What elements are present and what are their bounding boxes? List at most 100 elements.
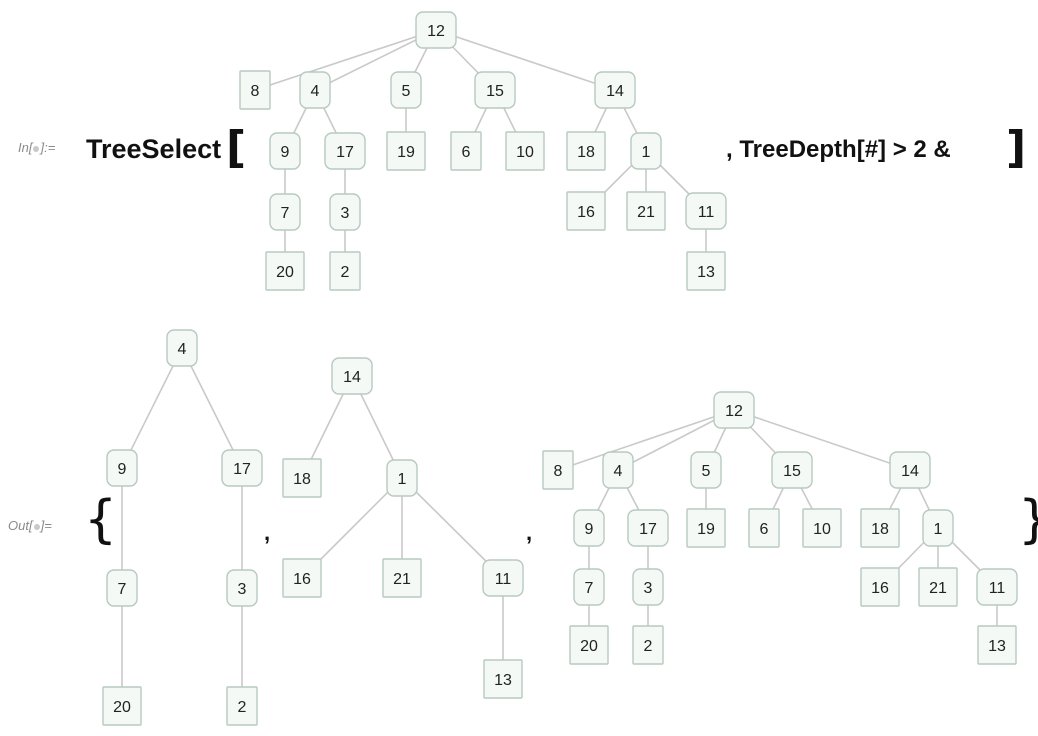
input-label-suffix: ]:= — [40, 140, 56, 155]
tree-node[interactable]: 9 — [269, 132, 301, 170]
node-label: 7 — [118, 581, 127, 598]
node-label: 20 — [580, 638, 598, 655]
tree-node[interactable]: 9 — [106, 449, 138, 487]
tree-leaf-node[interactable]: 19 — [686, 508, 726, 548]
tree-node[interactable]: 14 — [594, 71, 636, 109]
tree-node[interactable]: 11 — [482, 559, 524, 597]
node-label: 10 — [813, 521, 831, 538]
node-box — [331, 357, 373, 395]
tree-leaf-node[interactable]: 6 — [450, 131, 482, 171]
leaf-box — [802, 508, 842, 548]
tree-leaf-node[interactable]: 2 — [329, 251, 361, 291]
tree-leaf-node[interactable]: 10 — [802, 508, 842, 548]
node-label: 11 — [989, 580, 1006, 597]
leaf-box — [239, 70, 271, 110]
tree-leaf-node[interactable]: 8 — [542, 450, 574, 490]
tree-node[interactable]: 4 — [166, 329, 198, 367]
tree-node[interactable]: 12 — [713, 391, 755, 429]
tree-leaf-node[interactable]: 13 — [483, 659, 523, 699]
node-label: 1 — [398, 471, 407, 488]
tree-leaf-node[interactable]: 16 — [566, 191, 606, 231]
tree-node[interactable]: 17 — [221, 449, 263, 487]
tree-node[interactable]: 4 — [299, 71, 331, 109]
tree-node[interactable]: 14 — [331, 357, 373, 395]
tree-node[interactable]: 1 — [386, 459, 418, 497]
node-label: 16 — [577, 204, 595, 221]
tree-leaf-node[interactable]: 20 — [265, 251, 305, 291]
leaf-box — [542, 450, 574, 490]
tree-node[interactable]: 11 — [976, 568, 1018, 606]
tree-node[interactable]: 15 — [474, 71, 516, 109]
tree-edge — [121, 347, 183, 469]
leaf-box — [265, 251, 305, 291]
tree-leaf-node[interactable]: 18 — [860, 508, 900, 548]
node-label: 5 — [702, 463, 711, 480]
output-cell-label: Out[]= — [8, 518, 52, 533]
tree-leaf-node[interactable]: 10 — [505, 131, 545, 171]
tree-node[interactable]: 7 — [269, 193, 301, 231]
tree-leaf-node[interactable]: 21 — [626, 191, 666, 231]
tree-leaf-node[interactable]: 21 — [382, 558, 422, 598]
tree-leaf-node[interactable]: 6 — [748, 508, 780, 548]
node-box — [922, 509, 954, 547]
node-label: 9 — [118, 461, 127, 478]
leaf-box — [977, 625, 1017, 665]
tree-node[interactable]: 3 — [226, 569, 258, 607]
leaf-box — [569, 625, 609, 665]
function-name[interactable]: TreeSelect — [86, 134, 222, 164]
node-box — [627, 509, 669, 547]
input-label-prefix: In[ — [18, 140, 33, 155]
tree-leaf-node[interactable]: 19 — [386, 131, 426, 171]
tree-node[interactable]: 17 — [627, 509, 669, 547]
tree-leaf-node[interactable]: 8 — [239, 70, 271, 110]
tree-leaf-node[interactable]: 2 — [226, 686, 258, 726]
node-label: 18 — [293, 471, 311, 488]
tree-leaf-node[interactable]: 2 — [632, 625, 664, 665]
tree-node[interactable]: 7 — [573, 568, 605, 606]
tree-node[interactable]: 5 — [690, 451, 722, 489]
cell-number-placeholder-icon — [33, 145, 40, 152]
node-box — [390, 71, 422, 109]
tree-node[interactable]: 1 — [922, 509, 954, 547]
tree-node[interactable]: 7 — [106, 569, 138, 607]
tree-node[interactable]: 1 — [630, 132, 662, 170]
tree-leaf-node[interactable]: 20 — [569, 625, 609, 665]
tree-node[interactable]: 12 — [415, 11, 457, 49]
node-box — [106, 569, 138, 607]
tree-node[interactable]: 3 — [632, 568, 664, 606]
tree-leaf-node[interactable]: 13 — [686, 251, 726, 291]
tree-node[interactable]: 15 — [771, 451, 813, 489]
tree-node[interactable]: 3 — [329, 193, 361, 231]
node-label: 11 — [698, 204, 715, 221]
tree-node[interactable]: 9 — [573, 509, 605, 547]
leaf-box — [632, 625, 664, 665]
node-label: 9 — [281, 144, 290, 161]
node-label: 18 — [871, 521, 889, 538]
leaf-box — [483, 659, 523, 699]
tree-node[interactable]: 11 — [685, 192, 727, 230]
tree-leaf-node[interactable]: 16 — [282, 558, 322, 598]
leaf-box — [686, 508, 726, 548]
node-label: 21 — [393, 571, 411, 588]
node-box — [415, 11, 457, 49]
tree-node[interactable]: 17 — [324, 132, 366, 170]
node-box — [166, 329, 198, 367]
tree-leaf-node[interactable]: 21 — [918, 567, 958, 607]
tree-leaf-node[interactable]: 18 — [566, 131, 606, 171]
leaf-box — [282, 458, 322, 498]
node-label: 17 — [639, 521, 657, 538]
tree-leaf-node[interactable]: 13 — [977, 625, 1017, 665]
tree-node[interactable]: 14 — [889, 451, 931, 489]
output-tree-14: 14 18 1 16 21 11 13 — [282, 357, 524, 699]
tree-leaf-node[interactable]: 16 — [860, 567, 900, 607]
tree-node[interactable]: 4 — [602, 451, 634, 489]
cell-number-placeholder-icon — [33, 523, 40, 530]
tree-leaf-node[interactable]: 20 — [102, 686, 142, 726]
node-label: 21 — [929, 580, 947, 597]
tree-leaf-node[interactable]: 18 — [282, 458, 322, 498]
argument-text[interactable]: , TreeDepth[#] > 2 & — [726, 136, 951, 163]
node-label: 5 — [402, 83, 411, 100]
tree-node[interactable]: 5 — [390, 71, 422, 109]
node-box — [329, 193, 361, 231]
node-label: 3 — [341, 205, 350, 222]
